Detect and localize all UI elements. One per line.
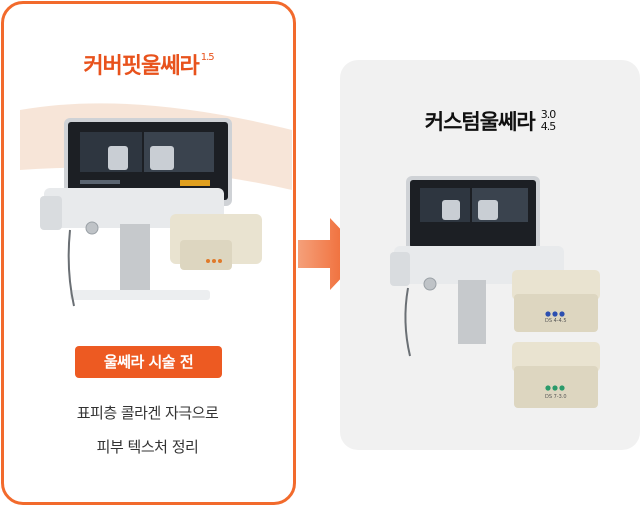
after-version-top: 3.0 [540, 108, 556, 121]
before-desc-line2: 피부 텍스처 정리 [96, 438, 199, 456]
ulthera-device-before [40, 118, 262, 307]
before-version: 1.5 [200, 52, 215, 63]
before-desc-line1: 표피층 콜라겐 자극으로 [76, 404, 219, 422]
after-title-text: 커스텀울쎄라 [424, 110, 536, 134]
transducer-2-label: DS 7-3.0 [545, 394, 567, 400]
before-badge: 울쎄라 시술 전 [75, 346, 222, 378]
transducer-2 [512, 342, 600, 408]
ulthera-device-after [390, 176, 564, 357]
after-version-bottom: 4.5 [540, 120, 556, 133]
before-title-text: 커버핏울쎄라 [83, 54, 199, 79]
arrow-right-icon [298, 218, 364, 290]
transducer-1-label: DS 4-4.5 [545, 318, 567, 324]
transducer-1 [512, 270, 600, 332]
